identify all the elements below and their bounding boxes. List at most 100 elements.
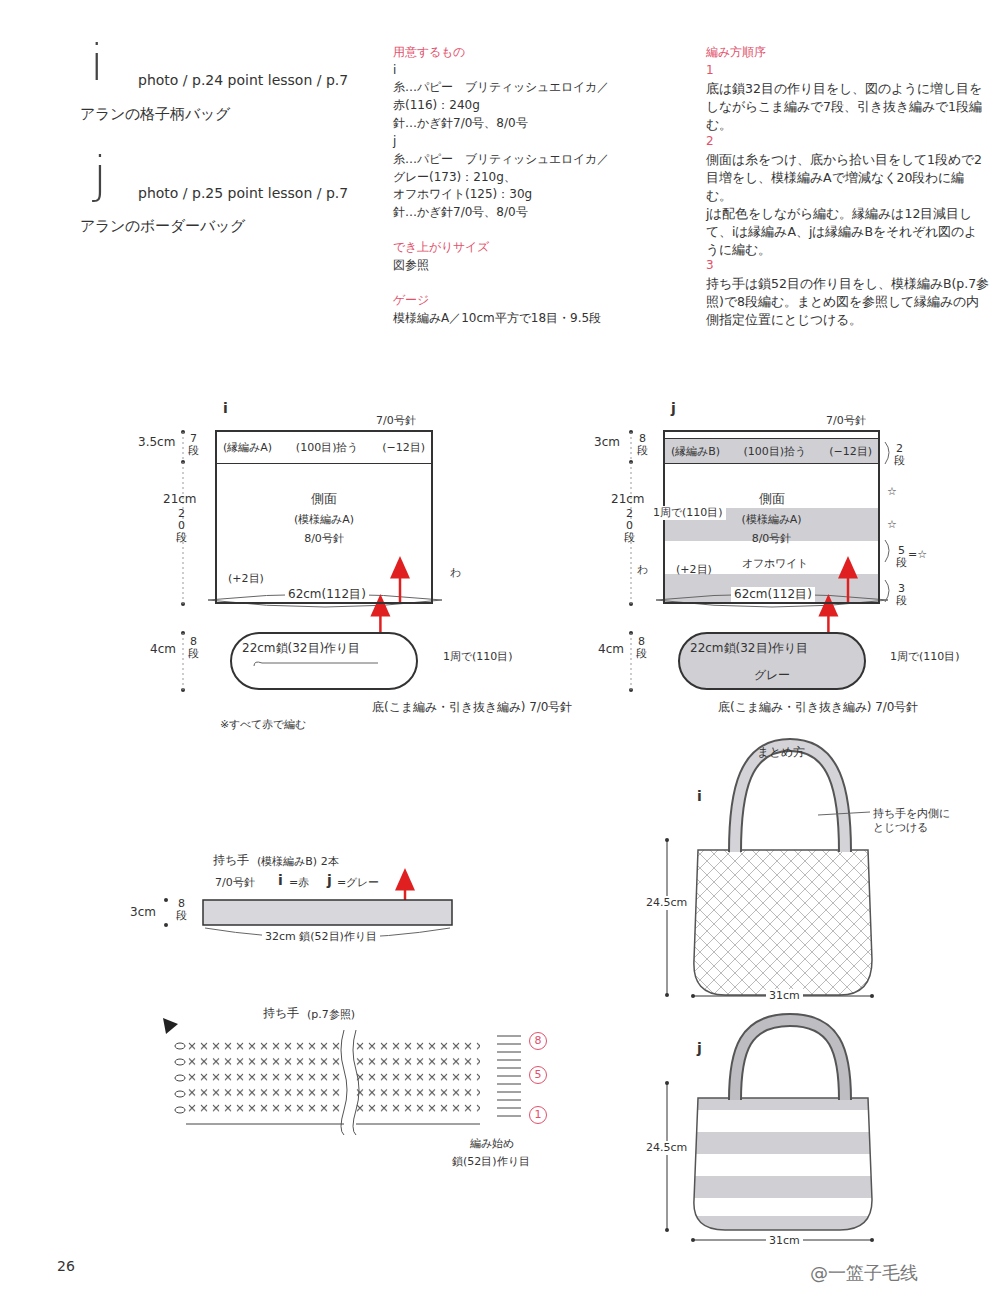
direction-arrow [827,604,830,632]
label-text: jは配色をしながら編む。縁編みは12目減目して、iは縁編みA、jは縁編みBをそれ… [706,205,990,259]
label-text: 20段 [176,508,187,544]
label-text: 8 [529,1032,547,1050]
label-text: グレー(173)：210g、 [393,170,516,185]
node-text: グレー [690,667,854,684]
label-text: 1 [706,63,714,78]
label-text: オフホワイト(125)：30g [393,187,532,202]
label-text: photo / p.24 point lesson / p.7 [138,72,348,90]
node-text: (模様編みA) [217,512,431,527]
node-text: (100目)拾う [743,444,806,459]
label-text: 3 [706,258,714,273]
label-text: でき上がりサイズ [393,240,489,255]
label-text: 底(こま編み・引き抜き編み) 7/0号針 [718,700,919,715]
label-text: 持ち手は鎖52目の作り目をし、模様編みB(p.7参照)で8段編む。まとめ図を参照… [706,275,990,329]
label-text: オフホワイト [742,557,808,571]
label-text: 3cm [594,435,620,450]
label-text: 24.5cm [643,896,690,910]
label-text: わ [637,563,648,577]
label-text: 図参照 [393,258,429,273]
label-text: 糸…パピー ブリティッシュエロイカ／ [393,80,609,95]
label-text: 24.5cm [643,1141,690,1155]
label-text: 1周で(110目) [890,650,960,664]
label-text: 底(こま編み・引き抜き編み) 7/0号針 [372,700,573,715]
label-text: =グレー [337,876,379,890]
label-text: ☆ [887,518,897,532]
label-text: 7/0号針 [215,876,255,890]
label-text: 8段 [176,898,187,922]
label-text: ☆ [887,485,897,499]
label-text: j [393,134,396,149]
label-text: 1周で(110目) [443,650,513,664]
label-text: 21cm [611,492,645,507]
node-text: (縁編みA) [223,440,272,455]
label-text: 赤(116)：240g [393,98,480,113]
node-text: (縁編みB) [671,444,720,459]
label-text: アランの格子柄バッグ [80,105,230,124]
label-text: 8段 [637,433,648,457]
label-text: i [90,38,104,88]
label-text: ゲージ [393,293,429,308]
label-text: ※すべて赤で編む [220,718,306,732]
node-text: 側面 [217,490,431,508]
label-text: 針…かぎ針7/0号、8/0号 [393,205,528,220]
label-text: 32cm 鎖(52目)作り目 [262,930,380,944]
label-text: 1周で(110目) [650,506,726,520]
edging-band: (縁編みB) (100目)拾う (−12目) [665,438,878,464]
label-text: =☆ [908,548,927,562]
label-text: i [278,872,283,890]
label-text: 3cm [130,905,156,920]
node-text: 22cm鎖(32目)作り目 [690,640,854,657]
label-text: 側面は糸をつけ、底から拾い目をして1段めで2目増をし、模様編みAで増減なく20段… [706,151,990,205]
label-text: i [223,400,228,418]
label-text: i [697,788,702,806]
base-oval: 22cm鎖(32目)作り目グレー [678,632,866,690]
label-text: 21cm [163,492,197,507]
node-text: (−12目) [382,440,425,455]
label-text: 1 [529,1106,547,1124]
label-text: j [697,1040,702,1058]
node-text: 22cm鎖(32目)作り目 [242,640,406,657]
label-text: 鎖(52目)作り目 [452,1155,530,1169]
label-text: 底は鎖32目の作り目をし、図のように増し目をしながらこま編みで7段、引き抜き編み… [706,80,990,134]
label-text: j [327,872,332,890]
edging-band: (縁編みA) (100目)拾う (−12目) [217,432,431,464]
label-text: 8段 [636,636,647,660]
label-text: @一篮子毛线 [810,1262,918,1285]
label-text: 用意するもの [393,45,465,60]
label-text: i [393,63,396,78]
label-text: 7/0号針 [826,414,866,428]
label-text: =赤 [289,876,309,890]
label-text: 模様編みA／10cm平方で18目・9.5段 [393,311,601,326]
label-text: j [671,400,676,418]
node-text: 8/0号針 [217,531,431,546]
label-text: 針…かぎ針7/0号、8/0号 [393,116,528,131]
label-text: 持ち手 [263,1006,299,1021]
base-oval: 22cm鎖(32目)作り目 [230,632,418,690]
label-text: 編み始め [470,1137,514,1151]
label-text: 26 [57,1258,75,1276]
label-text: 4cm [150,642,176,657]
label-text: 2段 [894,443,905,467]
label-text: 7段 [188,433,199,457]
label-text: 5 [529,1066,547,1084]
label-text: 7/0号針 [376,414,416,428]
label-text: アランのボーダーバッグ [80,217,245,236]
label-text: (模様編みB) 2本 [257,855,339,869]
node-text: (100目)拾う [296,440,359,455]
label-text: 3.5cm [138,435,175,450]
label-text: j [93,150,107,200]
label-text: (+2目) [676,563,712,577]
label-text: 20段 [624,508,635,544]
label-text: 62cm(112目) [285,587,369,602]
label-text: (p.7参照) [307,1008,355,1022]
label-text: 持ち手を内側にとじつける [873,807,959,835]
label-text: 編み方順序 [706,45,766,60]
label-text: (+2目) [228,572,264,586]
label-text: 3段 [896,583,907,607]
label-text: まとめ方 [757,745,805,760]
label-text: 62cm(112目) [731,587,815,602]
label-text: photo / p.25 point lesson / p.7 [138,185,348,203]
label-text: 糸…パピー ブリティッシュエロイカ／ [393,152,609,167]
node-text: (−12目) [829,444,872,459]
label-text: 持ち手 [213,853,249,868]
